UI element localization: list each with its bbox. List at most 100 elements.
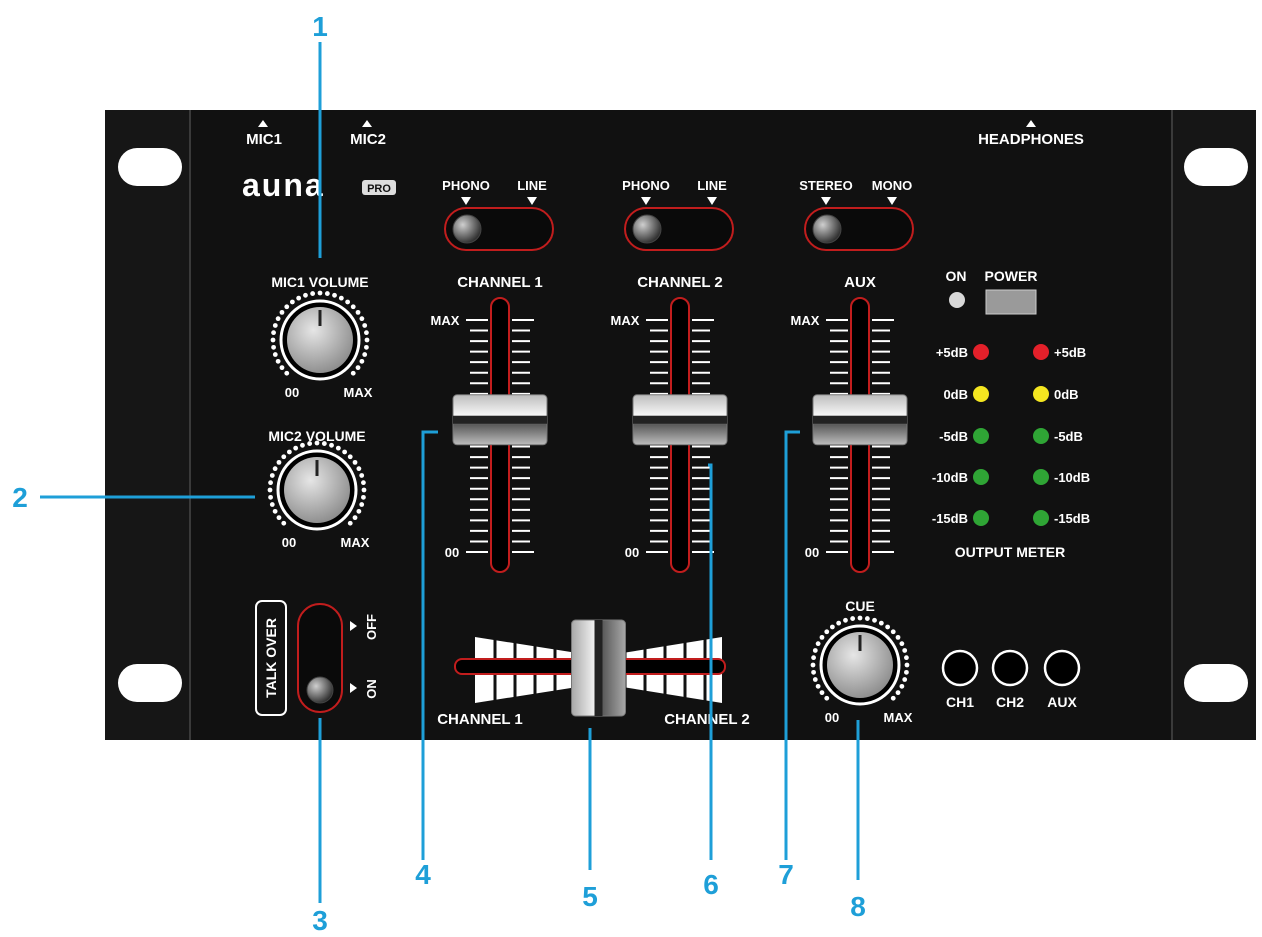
- scale-dot: [286, 449, 292, 455]
- power-button[interactable]: [985, 289, 1037, 315]
- power-label: POWER: [985, 268, 1038, 284]
- selector-toggle[interactable]: [452, 214, 482, 244]
- mounting-slot: [1184, 148, 1248, 186]
- meter-led: [973, 386, 989, 402]
- scale-dot: [270, 337, 276, 343]
- scale-dot: [872, 617, 877, 623]
- meter-label-left: 0dB: [943, 387, 968, 402]
- up-arrow-icon: [362, 120, 372, 127]
- meter-label-right: -5dB: [1054, 429, 1083, 444]
- scale-dot: [272, 466, 278, 472]
- scale-dot: [364, 344, 369, 350]
- knob-min-label: 00: [285, 385, 299, 400]
- scale-dot: [352, 515, 358, 521]
- scale-dot: [815, 683, 821, 689]
- scale-dot: [279, 365, 285, 371]
- down-arrow-icon: [821, 197, 831, 205]
- right-arrow-icon: [350, 621, 357, 631]
- scale-dot: [902, 648, 908, 653]
- cue-button[interactable]: [941, 649, 979, 687]
- knob-max-label: MAX: [344, 385, 373, 400]
- meter-led: [973, 469, 989, 485]
- cue-button[interactable]: [1043, 649, 1081, 687]
- scale-dot: [857, 615, 863, 621]
- mounting-slot: [1184, 664, 1248, 702]
- callout-numbers: 1 2 3 4 5 6 7 8: [12, 11, 866, 936]
- scale-dot: [819, 690, 825, 696]
- mic1-input-label: MIC1: [246, 131, 282, 148]
- scale-dot: [811, 655, 816, 661]
- volume-knob[interactable]: [284, 457, 350, 523]
- down-arrow-icon: [461, 197, 471, 205]
- scale-dot: [864, 616, 870, 621]
- crossfader[interactable]: CHANNEL 1 CHANNEL 2: [437, 619, 750, 728]
- scale-dot: [902, 677, 908, 682]
- callout-8: 8: [850, 891, 866, 922]
- power-on-label: ON: [946, 268, 967, 284]
- meter-led: [973, 344, 989, 360]
- scale-dot: [267, 487, 273, 493]
- scale-dot: [272, 323, 278, 328]
- volume-knob[interactable]: [827, 632, 893, 698]
- scale-dot: [268, 494, 273, 500]
- scale-dot: [812, 648, 818, 653]
- meter-label-right: 0dB: [1054, 387, 1079, 402]
- talkover-on-label: ON: [364, 679, 379, 699]
- meter-label-left: -5dB: [939, 429, 968, 444]
- scale-dot: [276, 515, 282, 521]
- scale-dot: [810, 662, 816, 668]
- scale-dot: [284, 370, 290, 376]
- meter-led: [973, 428, 989, 444]
- meter-label-right: -10dB: [1054, 470, 1090, 485]
- scale-dot: [275, 316, 281, 322]
- scale-dot: [289, 299, 295, 305]
- scale-dot: [272, 352, 278, 357]
- scale-dot: [364, 330, 369, 336]
- scale-dot: [276, 459, 282, 465]
- fader-min-label: 00: [805, 545, 819, 560]
- output-meter-title: OUTPUT METER: [955, 544, 1065, 560]
- scale-dot: [332, 292, 337, 298]
- callout-2: 2: [12, 482, 28, 513]
- mounting-slot: [118, 664, 182, 702]
- fader-min-label: 00: [445, 545, 459, 560]
- scale-dot: [904, 655, 909, 661]
- scale-dot: [362, 323, 368, 328]
- scale-dot: [310, 291, 316, 296]
- cue-button[interactable]: [991, 649, 1029, 687]
- talkover-toggle[interactable]: [306, 676, 334, 704]
- crossfader-label-left: CHANNEL 1: [437, 711, 523, 728]
- scale-dot: [303, 292, 308, 298]
- knob-min-label: 00: [825, 710, 839, 725]
- scale-dot: [338, 295, 344, 301]
- scale-dot: [269, 473, 275, 478]
- scale-dot: [899, 641, 905, 647]
- scale-dot: [350, 370, 356, 376]
- crossfader-cap-line: [594, 620, 603, 716]
- scale-dot: [811, 669, 816, 675]
- volume-knob[interactable]: [287, 307, 353, 373]
- scale-dot: [812, 677, 818, 682]
- scale-dot: [269, 502, 275, 507]
- mic1-volume-knob: MIC1 VOLUME 00 MAX: [270, 274, 373, 400]
- scale-dot: [819, 634, 825, 640]
- meter-label-right: -15dB: [1054, 511, 1090, 526]
- scale-dot: [362, 352, 368, 357]
- fader-max-label: MAX: [611, 313, 640, 328]
- selector-toggle[interactable]: [632, 214, 662, 244]
- knob-max-label: MAX: [884, 710, 913, 725]
- scale-dot: [342, 449, 348, 455]
- power-led: [949, 292, 965, 308]
- callout-7: 7: [778, 859, 794, 890]
- scale-dot: [284, 304, 290, 310]
- scale-dot: [829, 624, 835, 630]
- up-arrow-icon: [1026, 120, 1036, 127]
- selector-toggle[interactable]: [812, 214, 842, 244]
- knob-label: MIC1 VOLUME: [271, 274, 368, 290]
- scale-dot: [281, 520, 287, 526]
- scale-dot: [268, 480, 273, 486]
- callout-4: 4: [415, 859, 431, 890]
- callout-1: 1: [312, 11, 328, 42]
